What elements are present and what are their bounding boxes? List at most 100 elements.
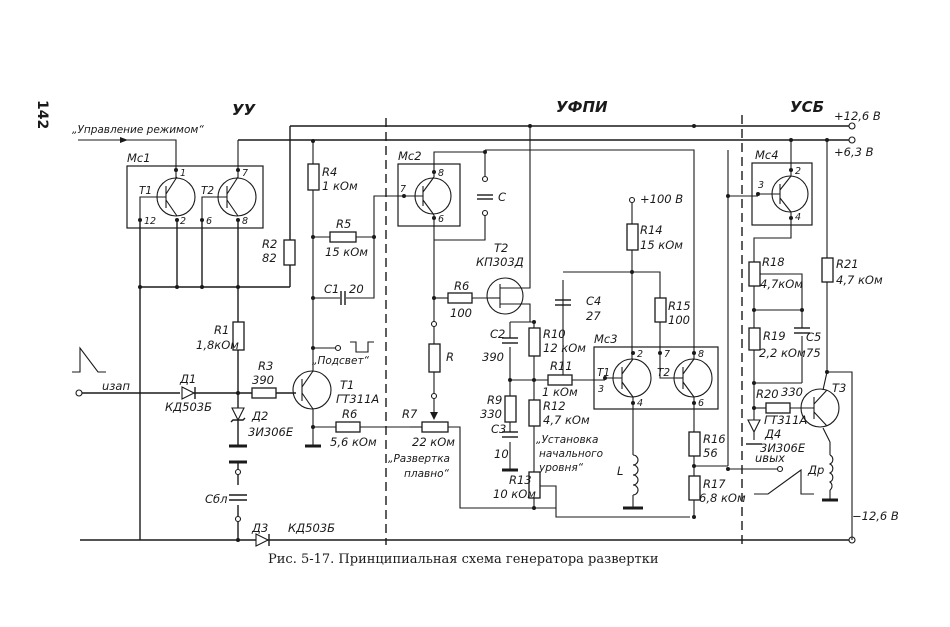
inductor-dr [828,454,834,491]
pin-label: 6 [206,216,212,227]
r21-name: R21 [836,257,859,271]
resistor-r [428,343,441,373]
r5-value: 15 кОм [325,245,368,259]
supply-plus-12-6: +12,6 В [834,109,881,123]
r20-name: R20 [756,387,779,401]
supply-plus-6-3: +6,3 В [834,145,874,159]
mode-control-label: „Управление режимом“ [72,124,204,136]
resistor-r16 [688,431,701,457]
resistor-r21 [821,257,834,283]
pulse-waveform [72,346,106,373]
resistor-r19 [748,327,761,351]
r15-value: 100 [668,313,690,327]
section-usb: УСБ [790,98,824,116]
resistor-r17 [688,475,701,501]
pin-label: 2 [637,349,643,360]
pin-label: 2 [795,166,801,177]
r11-value: 1 кОм [542,385,578,399]
page-number: 142 [34,100,50,129]
dr-name: Др [807,463,824,477]
r14-name: R14 [640,223,663,237]
pin-label: 12 [144,216,156,227]
r6a-value: 5,6 кОм [330,435,377,449]
r-name: R [446,350,454,364]
t2-type: КП303Д [476,255,524,269]
c-name: C [498,190,506,204]
resistor-r12 [528,399,541,427]
backlight-pulse [350,341,374,353]
transistor-t2-fet [486,277,524,315]
wires-uu [80,220,296,540]
r13-name: R13 [509,473,532,487]
pin-label: 6 [698,398,704,409]
mc2-label: Мс2 [398,149,422,163]
pin-label: 8 [242,216,248,227]
r15-name: R15 [668,299,691,313]
section-ufpi: УФПИ [556,98,608,116]
resistor-r11 [547,374,573,386]
mc3-t2-label: T2 [657,367,670,379]
figure-caption: Рис. 5-17. Принципиальная схема генерато… [268,552,659,567]
transistor-t1 [292,370,332,410]
resistor-r6-100 [447,292,473,304]
t2-name: T2 [494,241,508,255]
d1-type: КД503Б [165,400,212,414]
pin-label: 7 [400,184,406,195]
d4-type: 3И306Е [760,441,806,455]
zener-d2 [231,407,245,422]
initial-level-label-3: уровня“ [538,462,584,474]
r10-name: R10 [543,327,566,341]
mc1-t1-label: T1 [139,185,152,197]
c1-value: 20 [349,282,364,296]
resistor-r14 [626,223,639,251]
r6a-name: R6 [342,407,357,421]
u-out-label: uвых [755,451,785,465]
r7-wiper-arrow [430,412,438,420]
pin-label: 3 [758,180,764,191]
sweep-smooth-label-2: плавно“ [404,468,449,480]
r2-name: R2 [262,237,277,251]
r1-value: 1,8кОм [196,338,239,352]
potentiometer-r13 [528,471,541,499]
module-mc1 [126,165,264,229]
resistor-r4 [307,163,320,191]
r16-value: 56 [703,446,718,460]
supply-minus-12-6: −12,6 В [852,509,899,523]
c1-name: C1 [324,282,339,296]
r10-value: 12 кОм [543,341,586,355]
r3-name: R3 [258,359,273,373]
r12-name: R12 [543,399,566,413]
r11-name: R11 [550,359,573,373]
c2-value: 390 [482,350,504,364]
pin-label: 3 [598,384,604,395]
arrow-icon [120,137,128,143]
supply-rails [80,122,856,544]
d3-name: Д3 [251,521,268,535]
pin-label: 4 [795,212,801,223]
r7-name: R7 [402,407,418,421]
t1-name: T1 [340,378,354,392]
r18-name: R18 [762,255,785,269]
diode-d3 [255,533,270,547]
r4-value: 1 кОм [322,179,358,193]
r18-value: 4,7кОм [760,277,803,291]
u-zap-label: uзап [102,379,130,393]
c3-value: 10 [494,447,509,461]
resistor-r20 [765,402,791,414]
cbl-name: Cбл [205,492,228,506]
potentiometer-r7 [421,421,449,433]
pin-label: 4 [637,398,643,409]
diode-d1 [181,386,196,400]
pin-label: 8 [698,349,704,360]
resistor-r1 [232,321,245,351]
output-terminal [776,465,784,473]
r14-value: 15 кОм [640,238,683,252]
sweep-smooth-label-1: „Развертка [388,453,450,465]
r2-value: 82 [262,251,277,265]
r13-value: 10 кОм [493,487,536,501]
resistor-r9 [504,395,517,423]
r16-name: R16 [703,432,726,446]
transistor-t3 [800,388,840,428]
c5-value: 75 [806,346,821,360]
